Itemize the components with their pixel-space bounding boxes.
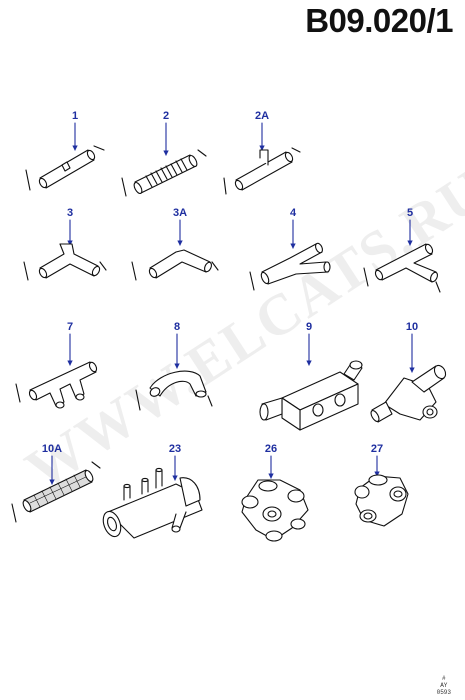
part-2-corrugated-connector[interactable]: 2 (121, 110, 207, 197)
callout-8: 8 (174, 321, 180, 333)
callout-1: 1 (72, 110, 78, 122)
part-2a-tee-connector[interactable]: 2A (223, 110, 301, 195)
callout-23: 23 (169, 443, 181, 455)
part-7-four-way-connector[interactable]: 7 (15, 321, 98, 409)
part-1-straight-connector[interactable]: 1 (25, 110, 105, 191)
callout-2a: 2A (255, 110, 269, 122)
part-3-elbow-connector[interactable]: 3 (23, 207, 107, 281)
part-26-multi-branch-connector[interactable]: 26 (241, 443, 309, 542)
callout-10: 10 (406, 321, 418, 333)
footer-code-line: AY (440, 682, 448, 689)
footer-code-line: 0593 (436, 689, 451, 696)
part-3a-elbow-connector[interactable]: 3A (131, 207, 219, 281)
part-9-manifold-block[interactable]: 9 (259, 321, 363, 431)
part-5-t-connector[interactable]: 5 (363, 207, 441, 293)
callout-3a: 3A (173, 207, 187, 219)
part-4-y-connector[interactable]: 4 (249, 207, 331, 291)
part-23-manifold-pipe[interactable]: 23 (100, 443, 203, 539)
part-8-hose-bend[interactable]: 8 (135, 321, 213, 411)
callout-7: 7 (67, 321, 73, 333)
part-27-twin-connector[interactable]: 27 (354, 443, 409, 527)
callout-27: 27 (371, 443, 383, 455)
footer-code: # AY 0593 (437, 675, 451, 696)
callout-10a: 10A (42, 443, 62, 455)
callout-3: 3 (67, 207, 73, 219)
callout-26: 26 (265, 443, 277, 455)
callout-5: 5 (407, 207, 413, 219)
callout-9: 9 (306, 321, 312, 333)
callout-4: 4 (290, 207, 297, 219)
page-reference: B09.020/1 (305, 2, 453, 39)
footer-code-line: # (441, 675, 446, 682)
callout-2: 2 (163, 110, 169, 122)
part-10-threaded-tee[interactable]: 10 (369, 321, 447, 423)
part-10a-braided-sleeve[interactable]: 10A (11, 443, 101, 523)
